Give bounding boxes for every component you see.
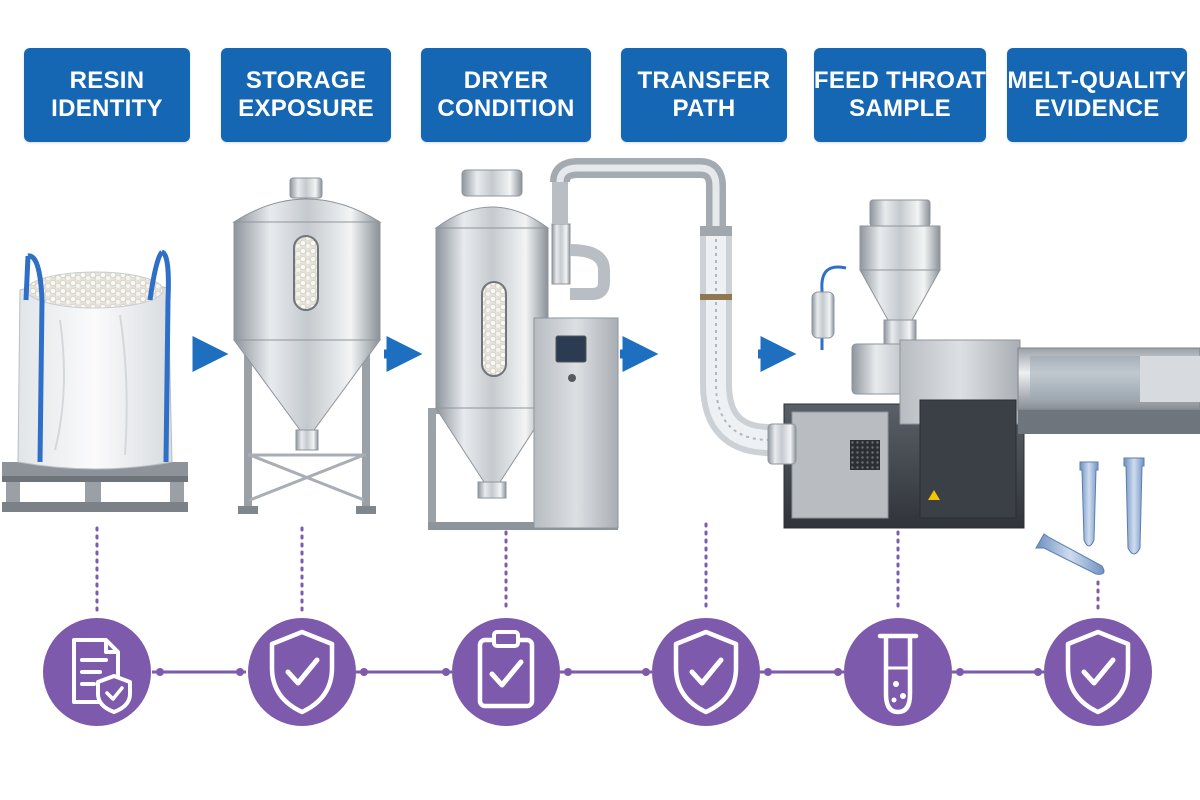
label-line: IDENTITY	[51, 95, 163, 122]
label-resin-identity: RESIN IDENTITY	[24, 48, 190, 142]
label-line: STORAGE	[245, 67, 367, 94]
extruder-illustration	[767, 199, 1200, 529]
shield-check-icon	[248, 618, 356, 726]
label-line: MELT-QUALITY	[1007, 67, 1187, 94]
label-line: TRANSFER	[637, 67, 771, 94]
label-line: PATH	[672, 95, 736, 122]
shield-check-icon	[1044, 618, 1152, 726]
label-dryer-condition: DRYER CONDITION	[421, 48, 591, 142]
shield-check-icon	[652, 618, 760, 726]
label-line: FEED THROAT	[813, 67, 987, 94]
label-storage-exposure: STORAGE EXPOSURE	[221, 48, 391, 142]
drop-lines	[95, 522, 1100, 612]
preform-illustration	[1035, 457, 1145, 575]
label-line: EVIDENCE	[1034, 95, 1160, 122]
label-line: CONDITION	[437, 95, 575, 122]
label-feed-throat-sample: FEED THROAT SAMPLE	[814, 48, 986, 142]
connector-lines	[152, 668, 1044, 676]
label-melt-quality-evidence: MELT-QUALITY EVIDENCE	[1007, 48, 1187, 142]
dryer-illustration	[428, 169, 619, 530]
label-transfer-path: TRANSFER PATH	[621, 48, 787, 142]
document-shield-icon	[43, 618, 151, 726]
storage-silo-illustration	[232, 177, 382, 514]
bulk-bag-illustration	[2, 249, 188, 512]
label-line: EXPOSURE	[238, 95, 374, 122]
clipboard-check-icon	[452, 618, 560, 726]
label-line: SAMPLE	[849, 95, 951, 122]
test-tube-icon	[844, 618, 952, 726]
label-line: DRYER	[463, 67, 549, 94]
transfer-pipe-illustration	[550, 158, 792, 456]
label-line: RESIN	[69, 67, 145, 94]
